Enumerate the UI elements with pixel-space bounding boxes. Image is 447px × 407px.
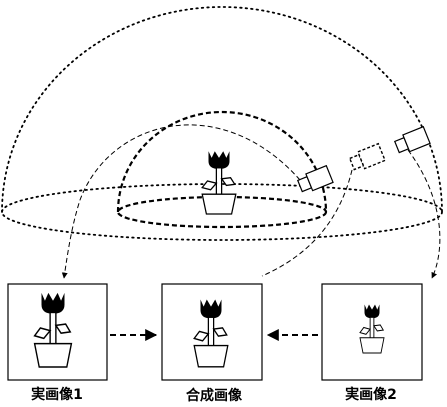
real-image-1-caption: 実画像1 [31,387,83,403]
projection-line-2 [407,149,441,279]
projection-line-synth [261,169,353,277]
virtual-camera-icon [348,142,386,171]
camera-icon [296,165,334,195]
center-plant-icon [201,150,237,215]
synthetic-image-caption: 合成画像 [186,388,242,404]
projection-line-1 [61,124,301,279]
real-image-2-caption: 実画像2 [345,387,397,403]
camera-icon [393,126,431,156]
